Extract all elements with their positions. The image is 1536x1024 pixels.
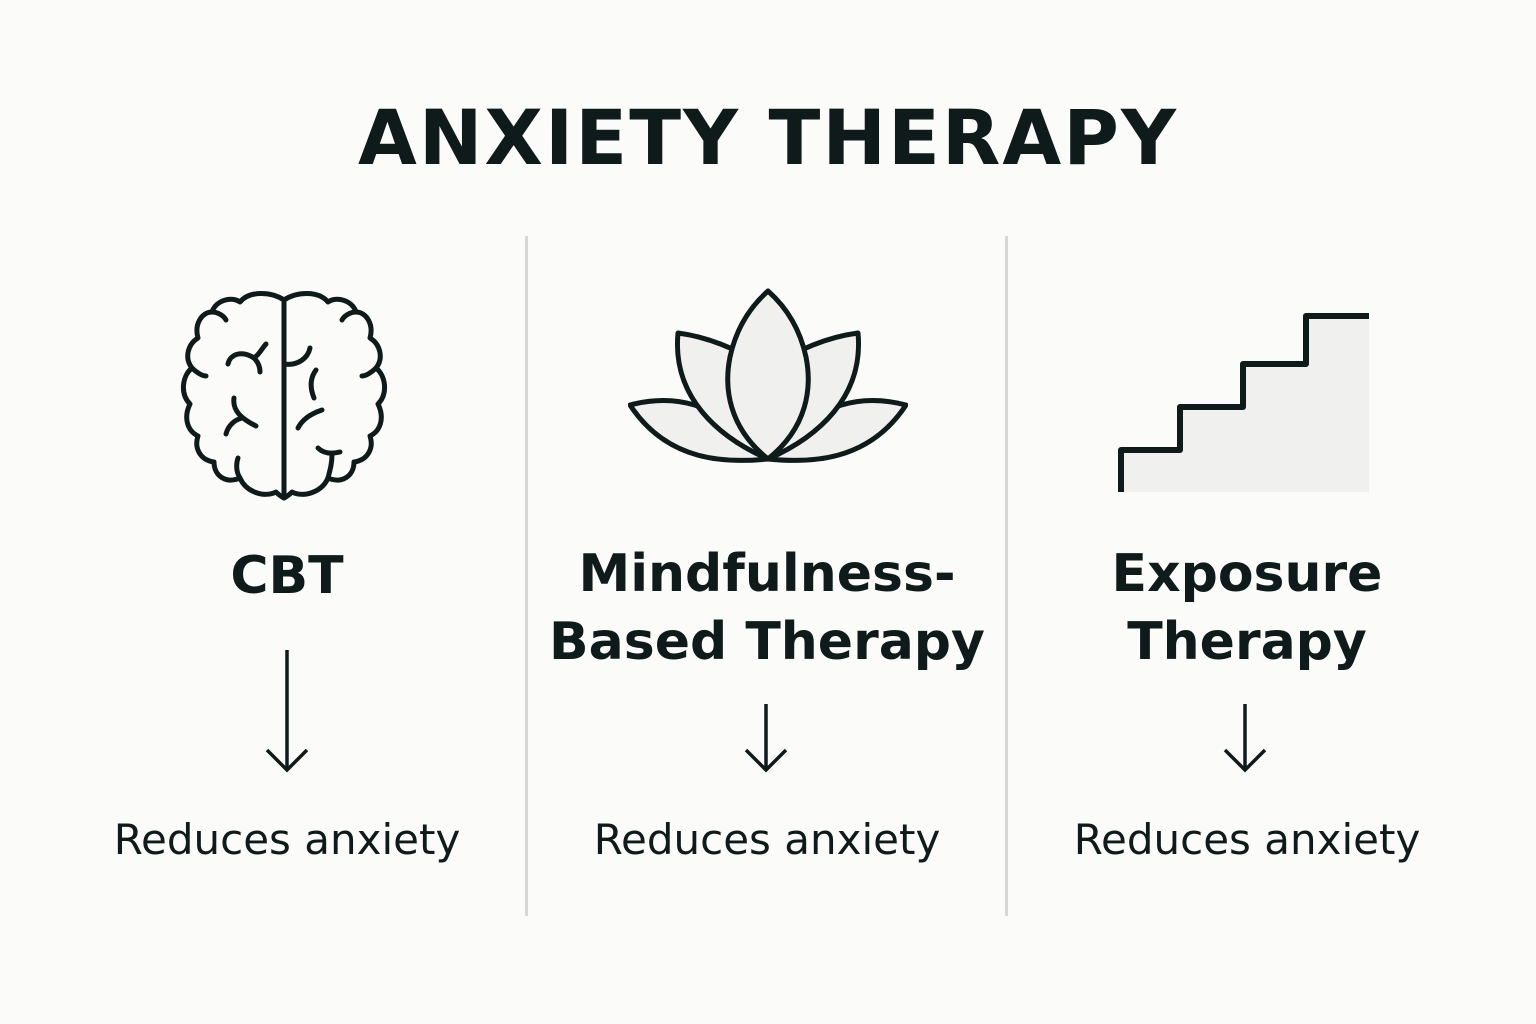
- therapy-result: Reduces anxiety: [1073, 815, 1421, 864]
- therapy-column-mindfulness: Mindfulness- Based Therapy Reduces anxie…: [527, 0, 1007, 1024]
- page-title: ANXIETY THERAPY: [358, 93, 1178, 182]
- therapy-result: Reduces anxiety: [593, 815, 941, 864]
- therapy-column-cbt: CBT Reduces anxiety: [47, 0, 527, 1024]
- lotus-icon: [628, 288, 908, 463]
- therapy-result: Reduces anxiety: [113, 815, 461, 864]
- column-divider: [525, 236, 528, 916]
- heading-line: Exposure: [1111, 544, 1383, 604]
- therapy-heading: CBT: [47, 542, 527, 610]
- arrow-down-icon: [265, 650, 309, 773]
- arrow-down-icon: [744, 704, 788, 773]
- heading-line: CBT: [230, 546, 344, 606]
- heading-line: Therapy: [1127, 612, 1367, 672]
- therapy-heading: Exposure Therapy: [1007, 540, 1487, 676]
- heading-line: Based Therapy: [549, 612, 985, 672]
- brain-icon: [181, 291, 387, 501]
- stairs-icon: [1118, 313, 1369, 492]
- heading-line: Mindfulness-: [578, 544, 956, 604]
- arrow-down-icon: [1223, 704, 1267, 773]
- therapy-column-exposure: Exposure Therapy Reduces anxiety: [1007, 0, 1487, 1024]
- column-divider: [1005, 236, 1008, 916]
- therapy-heading: Mindfulness- Based Therapy: [527, 540, 1007, 676]
